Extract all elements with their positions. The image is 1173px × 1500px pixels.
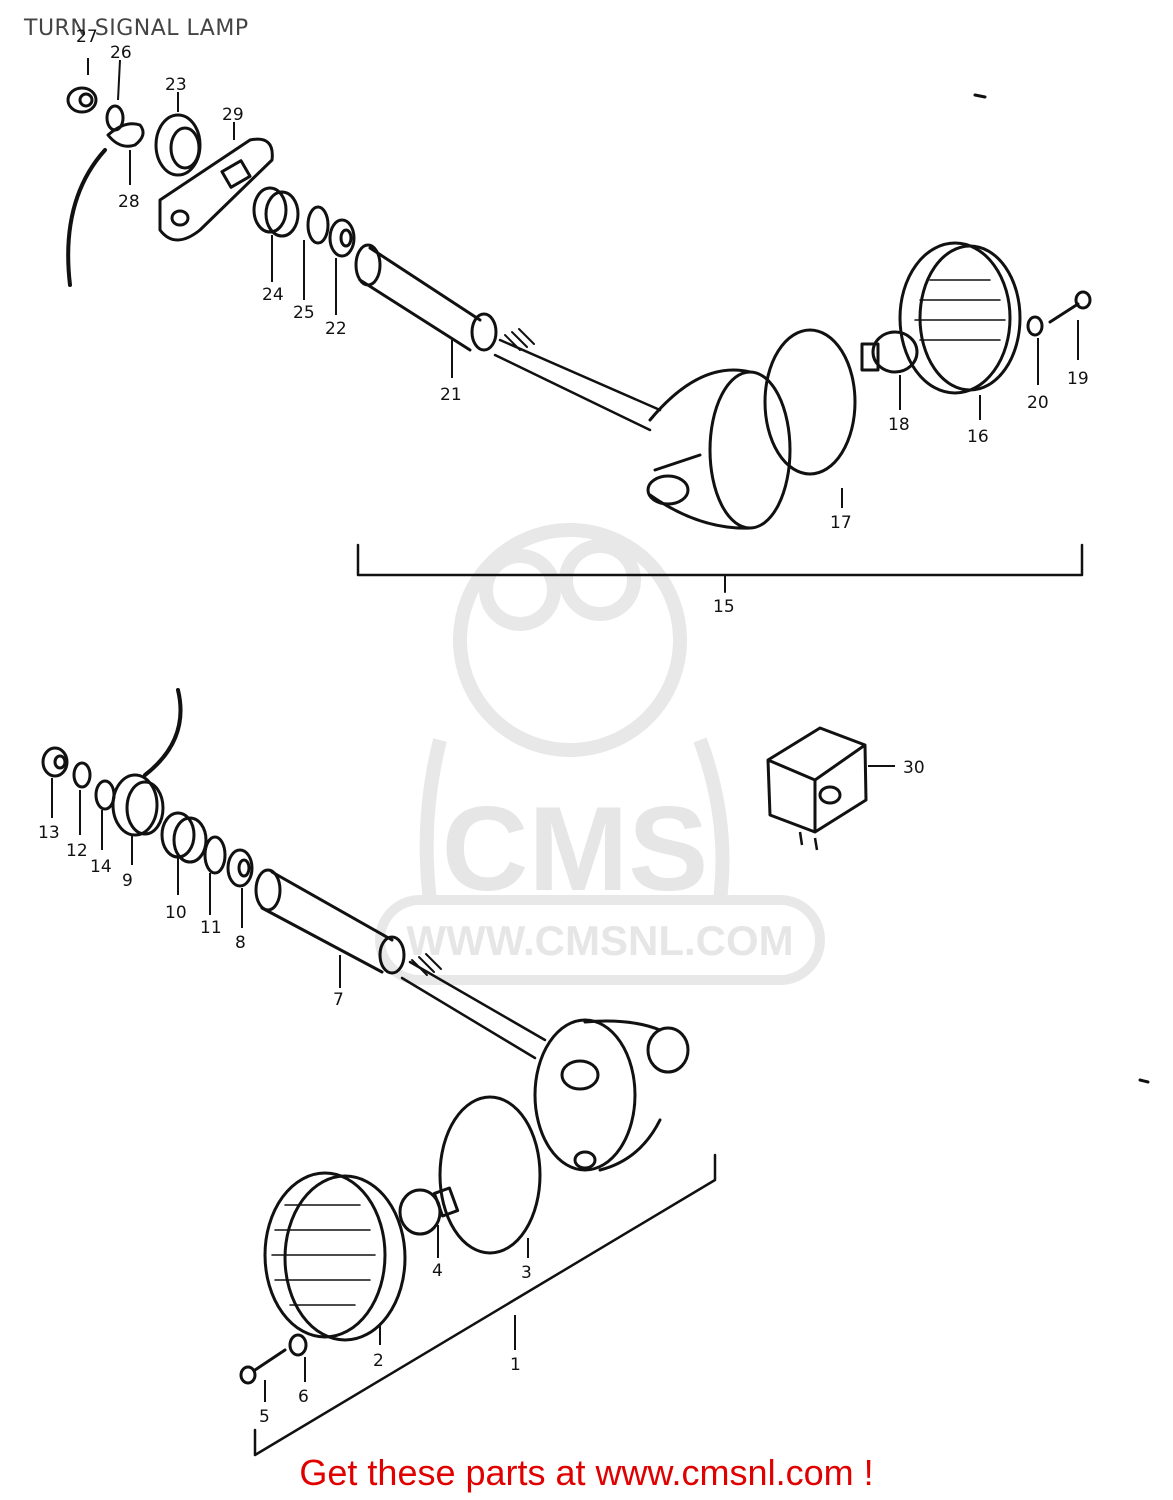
label-9: 9 [122, 871, 133, 891]
label-1: 1 [510, 1355, 521, 1375]
label-7: 7 [333, 990, 344, 1010]
washer-20 [1026, 315, 1044, 337]
relay-30 [766, 726, 895, 851]
assembly-bracket-15 [356, 543, 1084, 577]
cushion-10 [160, 811, 208, 864]
page-title: TURN SIGNAL LAMP [24, 16, 249, 41]
watermark-plate [375, 895, 825, 985]
stem-21 [354, 243, 662, 432]
screw-19 [1048, 290, 1092, 324]
label-15: 15 [713, 597, 735, 617]
label-20: 20 [1027, 393, 1049, 413]
assembly-bracket-1 [253, 1153, 717, 1457]
label-17: 17 [830, 513, 852, 533]
label-28: 28 [118, 192, 140, 212]
lamp-wire-lower [143, 688, 183, 777]
washer-12 [72, 761, 92, 789]
label-27: 27 [76, 27, 98, 47]
label-19: 19 [1067, 369, 1089, 389]
nut-22 [328, 218, 356, 258]
washer-14 [94, 779, 116, 811]
label-29: 29 [222, 105, 244, 125]
gasket-17 [763, 328, 857, 476]
bulb-4 [398, 1186, 460, 1236]
label-10: 10 [165, 903, 187, 923]
label-16: 16 [967, 427, 989, 447]
washer-6 [288, 1333, 308, 1357]
screw-5 [239, 1348, 287, 1385]
label-22: 22 [325, 319, 347, 339]
plate-23 [154, 113, 202, 177]
label-14: 14 [90, 857, 112, 877]
watermark-goggle-left [479, 549, 561, 631]
label-23: 23 [165, 75, 187, 95]
upper-lamp-assembly [66, 86, 1092, 593]
lower-lamp-assembly [41, 688, 1150, 1457]
washer-25 [306, 205, 330, 245]
lamp-housing-lower [533, 1018, 690, 1172]
washer-11 [203, 835, 227, 875]
watermark-mascot-body [419, 737, 730, 901]
label-18: 18 [888, 415, 910, 435]
lens-16 [898, 241, 1022, 395]
lamp-wire-upper [66, 148, 107, 287]
label-25: 25 [293, 303, 315, 323]
bulb-18 [860, 330, 919, 374]
nut-13 [41, 746, 69, 778]
watermark-goggle-right [559, 539, 641, 621]
label-4: 4 [432, 1261, 443, 1281]
plate-9 [111, 773, 165, 837]
part-labels: 27 26 23 29 28 24 25 22 21 18 16 20 19 1… [38, 27, 1089, 1427]
label-13: 13 [38, 823, 60, 843]
label-5: 5 [259, 1407, 270, 1427]
lamp-housing-upper [646, 368, 792, 530]
leader-lines-upper [87, 58, 1079, 508]
label-21: 21 [440, 385, 462, 405]
gasket-3 [438, 1095, 542, 1255]
label-3: 3 [521, 1263, 532, 1283]
stem-7 [254, 868, 547, 1060]
label-26: 26 [110, 43, 132, 63]
watermark-mascot-head [453, 523, 687, 757]
lens-2 [263, 1171, 407, 1342]
nut-8 [226, 848, 254, 888]
label-11: 11 [200, 918, 222, 938]
nut-27 [66, 86, 98, 114]
leader-lines-lower [51, 778, 529, 1402]
label-12: 12 [66, 841, 88, 861]
label-30: 30 [903, 758, 925, 778]
label-2: 2 [373, 1351, 384, 1371]
watermark-url: WWW.CMSNL.COM [406, 917, 793, 964]
label-6: 6 [298, 1387, 309, 1407]
bracket-29 [158, 137, 274, 242]
terminal-28 [106, 122, 145, 148]
footer-link-text[interactable]: Get these parts at www.cmsnl.com ! [299, 1452, 874, 1493]
watermark [375, 523, 825, 985]
cushion-24 [252, 186, 300, 238]
label-8: 8 [235, 933, 246, 953]
watermark-brand: CMS [442, 782, 709, 916]
label-24: 24 [262, 285, 284, 305]
